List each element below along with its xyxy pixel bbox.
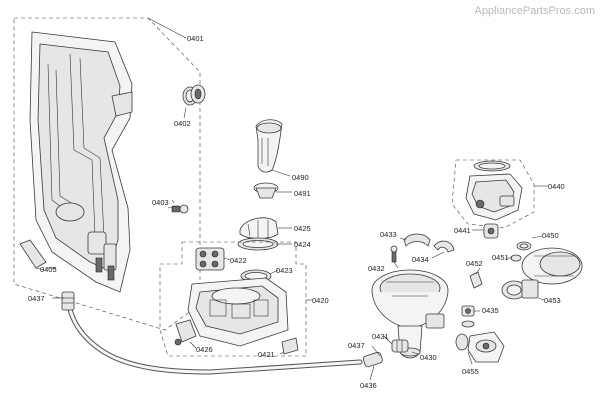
coupling-0431[interactable] — [391, 339, 409, 353]
label-0450[interactable]: 0450 — [542, 231, 559, 240]
label-0424[interactable]: 0424 — [294, 240, 311, 249]
filter-dome-0425[interactable] — [239, 217, 279, 239]
label-0422[interactable]: 0422 — [230, 256, 247, 265]
clamp-0434[interactable] — [433, 240, 455, 253]
label-0490[interactable]: 0490 — [292, 173, 309, 182]
heater-assembly-0440[interactable] — [451, 159, 535, 229]
clip-0405[interactable] — [19, 239, 47, 271]
label-0433[interactable]: 0433 — [380, 230, 397, 239]
panel-assembly-0401[interactable] — [13, 17, 201, 331]
label-0436[interactable]: 0436 — [360, 381, 377, 390]
label-0441[interactable]: 0441 — [454, 226, 471, 235]
ring-seal-0402[interactable] — [182, 84, 206, 119]
hose-0437[interactable] — [61, 291, 383, 375]
gasket-0424[interactable] — [237, 237, 279, 251]
leader-lines — [46, 17, 548, 381]
pump-part-0441[interactable] — [483, 223, 499, 239]
label-0440[interactable]: 0440 — [548, 182, 565, 191]
label-0437-right[interactable]: 0437 — [348, 341, 365, 350]
label-0435[interactable]: 0435 — [482, 306, 499, 315]
spray-arm-0490[interactable] — [255, 119, 283, 173]
label-0451[interactable]: 0451 — [492, 253, 509, 262]
label-0452[interactable]: 0452 — [466, 259, 483, 268]
label-0402[interactable]: 0402 — [174, 119, 191, 128]
label-0434[interactable]: 0434 — [412, 255, 429, 264]
label-0453[interactable]: 0453 — [544, 296, 561, 305]
pump-housing-0430[interactable] — [371, 269, 449, 359]
label-0432[interactable]: 0432 — [368, 264, 385, 273]
screw-0432[interactable] — [390, 245, 398, 263]
label-0425[interactable]: 0425 — [294, 224, 311, 233]
seal-0451[interactable] — [510, 254, 522, 262]
label-0403[interactable]: 0403 — [152, 198, 169, 207]
label-0405[interactable]: 0405 — [40, 265, 57, 274]
label-0455[interactable]: 0455 — [462, 367, 479, 376]
clip-0452[interactable] — [469, 271, 483, 289]
label-0401[interactable]: 0401 — [187, 34, 204, 43]
label-0437-left[interactable]: 0437 — [28, 294, 45, 303]
label-0430[interactable]: 0430 — [420, 353, 437, 362]
valve-0435[interactable] — [461, 305, 475, 328]
label-0426[interactable]: 0426 — [196, 345, 213, 354]
label-0420[interactable]: 0420 — [312, 296, 329, 305]
label-0491[interactable]: 0491 — [294, 189, 311, 198]
label-0423[interactable]: 0423 — [276, 266, 293, 275]
cap-0491[interactable] — [253, 182, 279, 199]
watermark-text: AppliancePartsPros.com — [475, 5, 595, 17]
heat-pump-0453[interactable] — [501, 247, 583, 300]
clip-0433[interactable] — [403, 233, 431, 247]
sump-assembly-0420[interactable] — [159, 241, 307, 357]
drain-pump-0455[interactable] — [455, 331, 505, 363]
screw-0403[interactable] — [171, 199, 189, 214]
ring-0450[interactable] — [516, 241, 532, 251]
part-labels: 0401 0402 0403 0405 0437 0490 0491 0425 … — [28, 34, 565, 390]
label-0421[interactable]: 0421 — [258, 350, 275, 359]
label-0431[interactable]: 0431 — [372, 332, 389, 341]
